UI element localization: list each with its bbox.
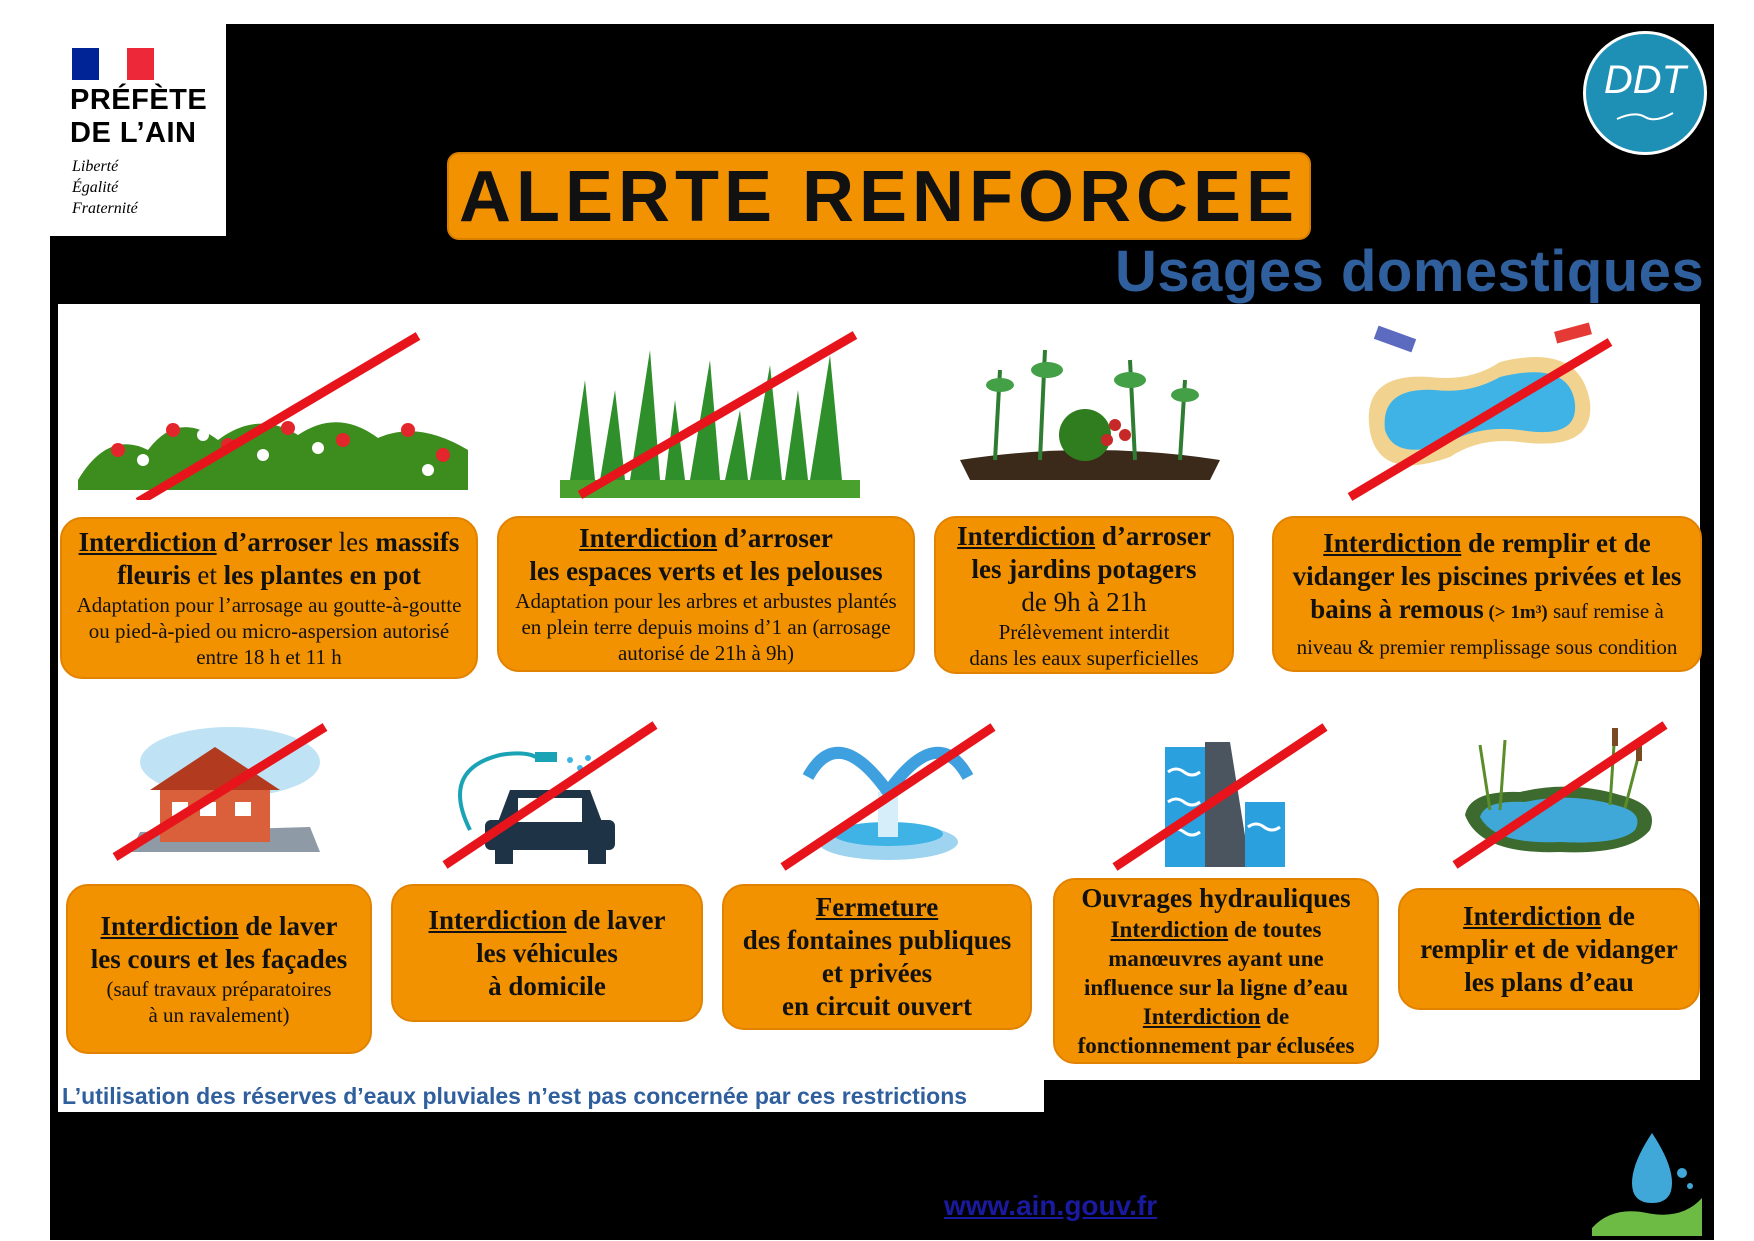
lawn-illustration <box>560 330 860 500</box>
pool-illustration <box>1340 322 1620 502</box>
card-fontaines: Fermeture des fontaines publiques et pri… <box>722 884 1032 1030</box>
card-cours-facades: Interdiction de laver les cours et les f… <box>66 884 372 1054</box>
flower-beds-illustration <box>78 330 468 500</box>
logo-title: PRÉFÈTE DE L’AIN <box>70 84 208 149</box>
card-vehicules: Interdiction de laver les véhicules à do… <box>391 884 703 1022</box>
card-massifs: Interdiction d’arroser les massifs fleur… <box>60 517 478 679</box>
card-piscines: Interdiction de remplir et de vidanger l… <box>1272 516 1702 672</box>
alert-banner: ALERTE RENFORCEE <box>447 152 1311 240</box>
card-potagers: Interdiction d’arroser les jardins potag… <box>934 516 1234 674</box>
website-link[interactable]: www.ain.gouv.fr <box>944 1190 1158 1221</box>
prefecture-logo: PRÉFÈTE DE L’AIN Liberté Égalité Fratern… <box>50 24 226 236</box>
card-ouvrages: Ouvrages hydrauliques Interdiction de to… <box>1053 878 1379 1064</box>
marianne-flag-icon <box>72 48 154 80</box>
car-wash-illustration <box>440 720 660 870</box>
hand-icon <box>1616 112 1674 121</box>
ddt-logo: DDT <box>1583 31 1707 155</box>
logo-motto: Liberté Égalité Fraternité <box>72 158 138 217</box>
page-subtitle: Usages domestiques <box>1115 239 1705 304</box>
rainwater-note: L’utilisation des réserves d’eaux pluvia… <box>58 1080 1044 1112</box>
card-plans-eau: Interdiction de remplir et de vidanger l… <box>1398 888 1700 1010</box>
card-espaces-verts: Interdiction d’arroser les espaces verts… <box>497 516 915 672</box>
vegetable-garden-illustration <box>955 340 1225 500</box>
fountain-illustration <box>778 722 998 872</box>
house-illustration <box>110 722 332 862</box>
dam-illustration <box>1110 722 1330 872</box>
water-drop-hand-icon <box>1592 1128 1704 1236</box>
pond-illustration <box>1450 720 1672 870</box>
